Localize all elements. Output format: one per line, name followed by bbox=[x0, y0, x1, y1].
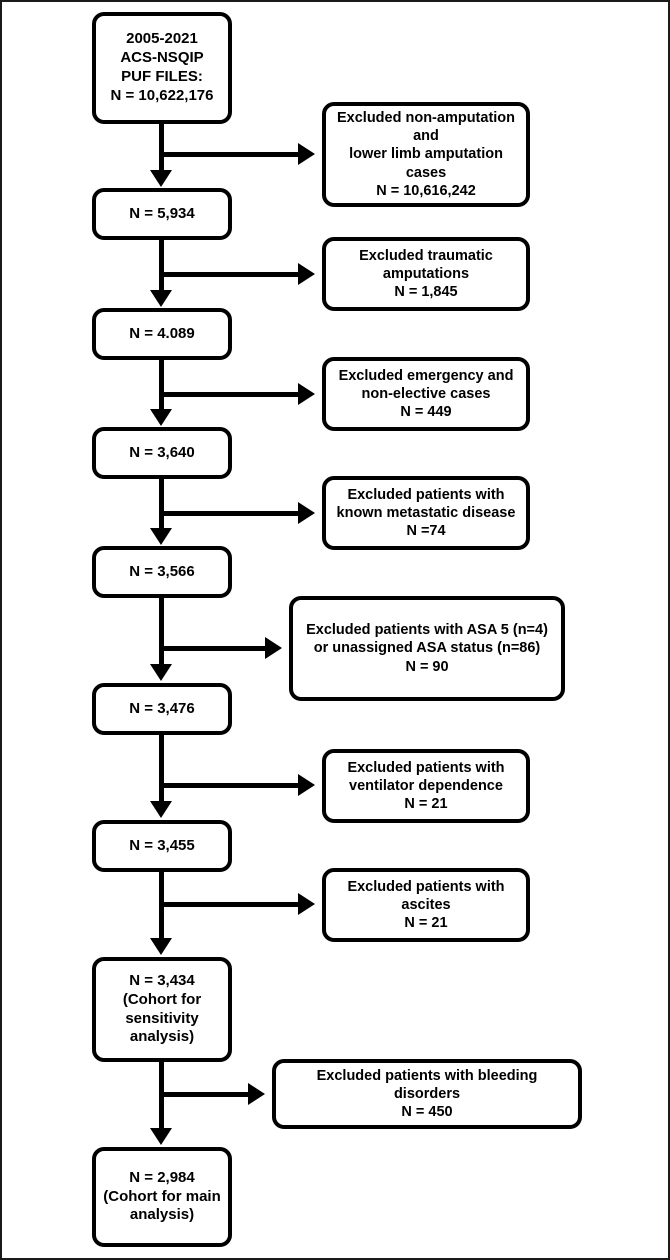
node-exclusion-3: Excluded emergency and non-elective case… bbox=[322, 357, 530, 431]
arrowhead-step6-to-sensitivity bbox=[150, 938, 172, 955]
connector-step1-to-step2 bbox=[159, 240, 164, 290]
node-step6: N = 3,455 bbox=[92, 820, 232, 872]
node-main-n: N = 2,984 bbox=[129, 1168, 195, 1186]
arrowhead-step3-to-step4 bbox=[150, 528, 172, 545]
node-step5-label: N = 3,476 bbox=[129, 699, 195, 717]
node-sensitivity-sublabel: (Cohort for sensitivity analysis) bbox=[122, 990, 202, 1046]
node-step2-label: N = 4.089 bbox=[129, 324, 195, 342]
connector-branch-exclusion-2 bbox=[159, 272, 299, 277]
connector-branch-exclusion-4 bbox=[159, 511, 299, 516]
node-step2: N = 4.089 bbox=[92, 308, 232, 360]
arrowhead-step5-to-step6 bbox=[150, 801, 172, 818]
connector-branch-exclusion-6 bbox=[159, 783, 299, 788]
arrowhead-exclusion-2 bbox=[298, 263, 315, 285]
connector-step2-to-step3 bbox=[159, 360, 164, 410]
connector-step4-to-step5 bbox=[159, 598, 164, 665]
arrowhead-exclusion-8 bbox=[248, 1083, 265, 1105]
arrowhead-exclusion-6 bbox=[298, 774, 315, 796]
node-step4: N = 3,566 bbox=[92, 546, 232, 598]
node-exclusion-6-label: Excluded patients with ventilator depend… bbox=[347, 759, 505, 813]
node-exclusion-7-label: Excluded patients with ascites N = 21 bbox=[347, 878, 505, 932]
node-exclusion-8-label: Excluded patients with bleeding disorder… bbox=[316, 1067, 538, 1121]
node-exclusion-2: Excluded traumatic amputations N = 1,845 bbox=[322, 237, 530, 311]
node-step1: N = 5,934 bbox=[92, 188, 232, 240]
arrowhead-exclusion-7 bbox=[298, 893, 315, 915]
arrowhead-sensitivity-to-main bbox=[150, 1128, 172, 1145]
node-exclusion-3-label: Excluded emergency and non-elective case… bbox=[338, 367, 514, 421]
node-step3: N = 3,640 bbox=[92, 427, 232, 479]
connector-branch-exclusion-7 bbox=[159, 902, 299, 907]
node-main-cohort: N = 2,984 (Cohort for main analysis) bbox=[92, 1147, 232, 1247]
connector-branch-exclusion-3 bbox=[159, 392, 299, 397]
node-exclusion-2-label: Excluded traumatic amputations N = 1,845 bbox=[359, 247, 493, 301]
node-exclusion-1: Excluded non-amputation and lower limb a… bbox=[322, 102, 530, 207]
arrowhead-step2-to-step3 bbox=[150, 409, 172, 426]
node-main-sublabel: (Cohort for main analysis) bbox=[103, 1187, 221, 1224]
arrowhead-exclusion-4 bbox=[298, 502, 315, 524]
node-exclusion-4: Excluded patients with known metastatic … bbox=[322, 476, 530, 550]
connector-branch-exclusion-8 bbox=[159, 1092, 249, 1097]
connector-source-to-step1 bbox=[159, 124, 164, 172]
arrowhead-exclusion-5 bbox=[265, 637, 282, 659]
connector-step3-to-step4 bbox=[159, 479, 164, 529]
arrowhead-step4-to-step5 bbox=[150, 664, 172, 681]
arrowhead-exclusion-1 bbox=[298, 143, 315, 165]
connector-branch-exclusion-5 bbox=[159, 646, 266, 651]
node-exclusion-1-label: Excluded non-amputation and lower limb a… bbox=[336, 109, 516, 199]
node-exclusion-6: Excluded patients with ventilator depend… bbox=[322, 749, 530, 823]
node-source-label: 2005-2021 ACS-NSQIP PUF FILES: N = 10,62… bbox=[110, 30, 214, 104]
arrowhead-source-to-step1 bbox=[150, 170, 172, 187]
connector-branch-exclusion-1 bbox=[159, 152, 299, 157]
arrowhead-step1-to-step2 bbox=[150, 290, 172, 307]
node-step6-label: N = 3,455 bbox=[129, 836, 195, 854]
node-step4-label: N = 3,566 bbox=[129, 562, 195, 580]
node-step3-label: N = 3,640 bbox=[129, 443, 195, 461]
node-exclusion-5-label: Excluded patients with ASA 5 (n=4) or un… bbox=[306, 622, 548, 675]
node-exclusion-7: Excluded patients with ascites N = 21 bbox=[322, 868, 530, 942]
node-step5: N = 3,476 bbox=[92, 683, 232, 735]
node-source: 2005-2021 ACS-NSQIP PUF FILES: N = 10,62… bbox=[92, 12, 232, 124]
arrowhead-exclusion-3 bbox=[298, 383, 315, 405]
connector-step5-to-step6 bbox=[159, 735, 164, 802]
node-sensitivity-n: N = 3,434 bbox=[129, 971, 195, 989]
node-step1-label: N = 5,934 bbox=[129, 204, 195, 222]
node-exclusion-5: Excluded patients with ASA 5 (n=4) or un… bbox=[289, 596, 565, 701]
node-sensitivity-cohort: N = 3,434 (Cohort for sensitivity analys… bbox=[92, 957, 232, 1062]
node-exclusion-8: Excluded patients with bleeding disorder… bbox=[272, 1059, 582, 1129]
node-exclusion-4-label: Excluded patients with known metastatic … bbox=[336, 486, 516, 540]
